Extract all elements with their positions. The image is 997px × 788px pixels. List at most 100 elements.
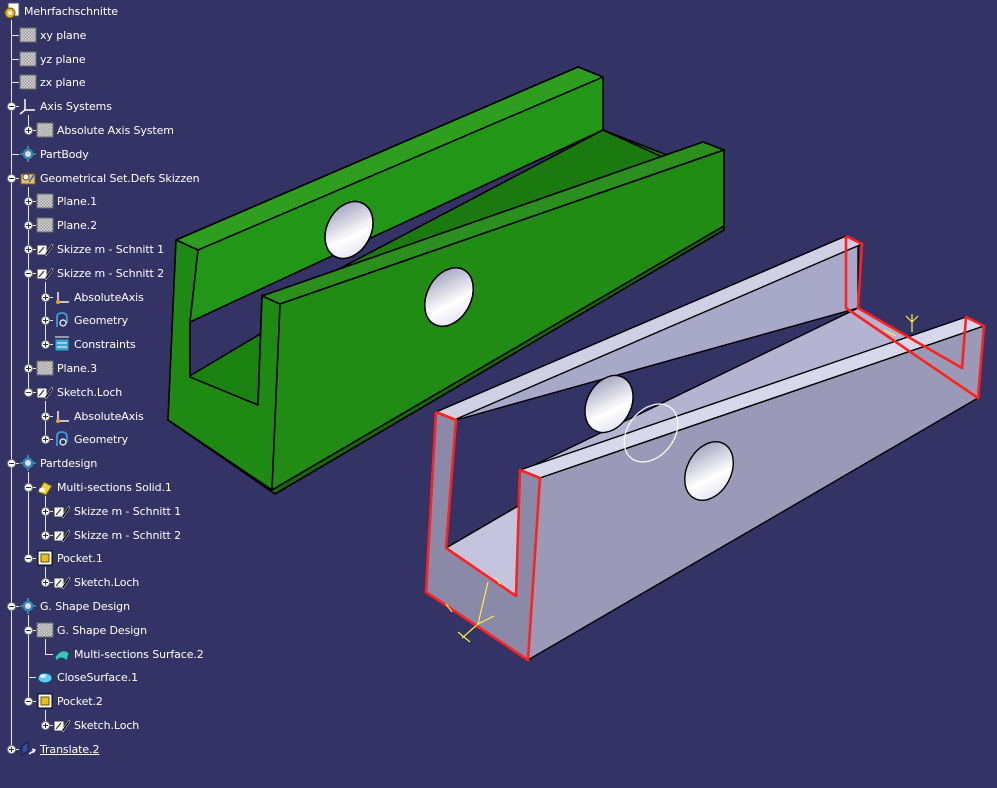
tree-node-label: Mehrfachschnitte [24,4,118,18]
tree-node[interactable]: Translate.2 [19,738,99,760]
expand-toggle[interactable] [41,293,50,302]
constraints-icon [53,335,71,353]
tree-connector-horizontal [11,35,19,36]
collapse-toggle[interactable] [24,697,33,706]
tree-node-label: Geometrical Set.Defs Skizzen [40,171,200,185]
tree-node[interactable]: G. Shape Design [19,595,130,617]
tree-node[interactable]: Plane.3 [36,357,97,379]
green-solid-part[interactable] [167,66,725,495]
tree-node-label: PartBody [40,147,89,161]
tree-node[interactable]: Geometry [53,428,128,450]
expand-toggle[interactable] [41,435,50,444]
tree-node[interactable]: AbsoluteAxis [53,405,144,427]
tree-node[interactable]: Plane.1 [36,190,97,212]
multi-sections-solid-icon [36,478,54,496]
expand-toggle[interactable] [41,507,50,516]
green-hole-upper [324,200,374,260]
tree-node[interactable]: Partdesign [19,452,97,474]
tree-node-label: Sketch.Loch [74,575,140,589]
tree-node-label: Skizze m - Schnitt 1 [57,242,165,256]
tree-node[interactable]: Multi-sections Solid.1 [36,476,172,498]
tree-node[interactable]: zx plane [19,71,86,93]
sketch-icon [36,383,54,401]
collapse-toggle[interactable] [24,269,33,278]
expand-toggle[interactable] [41,412,50,421]
tree-node[interactable]: Mehrfachschnitte [3,0,118,22]
expand-toggle[interactable] [7,745,16,754]
collapse-toggle[interactable] [24,626,33,635]
tree-node-label: Pocket.1 [57,551,103,565]
tree-node[interactable]: Sketch.Loch [53,571,139,593]
expand-toggle[interactable] [41,721,50,730]
tree-connector-vertical [28,115,29,130]
axis-system-icon [19,97,37,115]
sketch-icon [53,526,71,544]
expand-toggle[interactable] [24,245,33,254]
tree-node[interactable]: xy plane [19,24,86,46]
tree-node-label: Axis Systems [40,99,112,113]
pocket-icon [36,549,54,567]
tree-node-label: zx plane [40,75,86,89]
part-body-icon [19,454,37,472]
sketch-icon [53,502,71,520]
tree-node[interactable]: Axis Systems [19,95,112,117]
tree-node[interactable]: Skizze m - Schnitt 1 [53,500,181,522]
tree-node[interactable]: Plane.2 [36,214,97,236]
tree-node[interactable]: G. Shape Design [36,619,147,641]
section-profile-front [424,410,542,662]
tree-connector-vertical [45,710,46,725]
tree-node-label: Plane.1 [57,194,97,208]
tree-node-label: Multi-sections Solid.1 [57,480,172,494]
tree-node[interactable]: Multi-sections Surface.2 [53,643,204,665]
expand-toggle[interactable] [41,531,50,540]
collapse-toggle[interactable] [7,174,16,183]
plane-icon [36,621,54,639]
tree-node[interactable]: Skizze m - Schnitt 1 [36,238,164,260]
tree-connector-horizontal [11,154,19,155]
expand-toggle[interactable] [24,126,33,135]
green-bottom-face [167,225,725,495]
tree-node-label: Pocket.2 [57,694,103,708]
expand-toggle[interactable] [24,221,33,230]
tree-node[interactable]: Geometrical Set.Defs Skizzen [19,167,200,189]
tree-node[interactable]: AbsoluteAxis [53,286,144,308]
collapse-toggle[interactable] [7,459,16,468]
tree-node[interactable]: PartBody [19,143,89,165]
part-body-icon [19,597,37,615]
tree-node[interactable]: Constraints [53,333,136,355]
tree-node[interactable]: yz plane [19,48,86,70]
absolute-axis-icon [53,288,71,306]
collapse-toggle[interactable] [7,602,16,611]
expand-toggle[interactable] [41,316,50,325]
tree-node[interactable]: Skizze m - Schnitt 2 [36,262,164,284]
tree-node[interactable]: Absolute Axis System [36,119,174,141]
collapse-toggle[interactable] [24,483,33,492]
tree-node-label: Translate.2 [40,742,100,756]
tree-node-label: Geometry [74,313,129,327]
collapse-toggle[interactable] [24,388,33,397]
tree-node[interactable]: Sketch.Loch [36,381,122,403]
tree-node[interactable]: Geometry [53,309,128,331]
expand-toggle[interactable] [41,578,50,587]
geometrical-set-icon [19,169,37,187]
tree-node[interactable]: Pocket.2 [36,690,103,712]
expand-toggle[interactable] [24,364,33,373]
tree-node[interactable]: Pocket.1 [36,547,103,569]
expand-toggle[interactable] [24,197,33,206]
translate-icon [19,740,37,758]
grey-solid-part[interactable] [425,235,985,661]
tree-node[interactable]: CloseSurface.1 [36,666,138,688]
tree-node-label: AbsoluteAxis [74,409,144,423]
tree-connector-horizontal [11,59,19,60]
expand-toggle[interactable] [41,340,50,349]
plane-icon [36,216,54,234]
tree-node[interactable]: Sketch.Loch [53,714,139,736]
tree-node-label: Sketch.Loch [74,718,140,732]
collapse-toggle[interactable] [7,102,16,111]
collapse-toggle[interactable] [24,554,33,563]
tree-node-label: Geometry [74,432,129,446]
tree-node[interactable]: Skizze m - Schnitt 2 [53,524,181,546]
plane-icon [19,50,37,68]
